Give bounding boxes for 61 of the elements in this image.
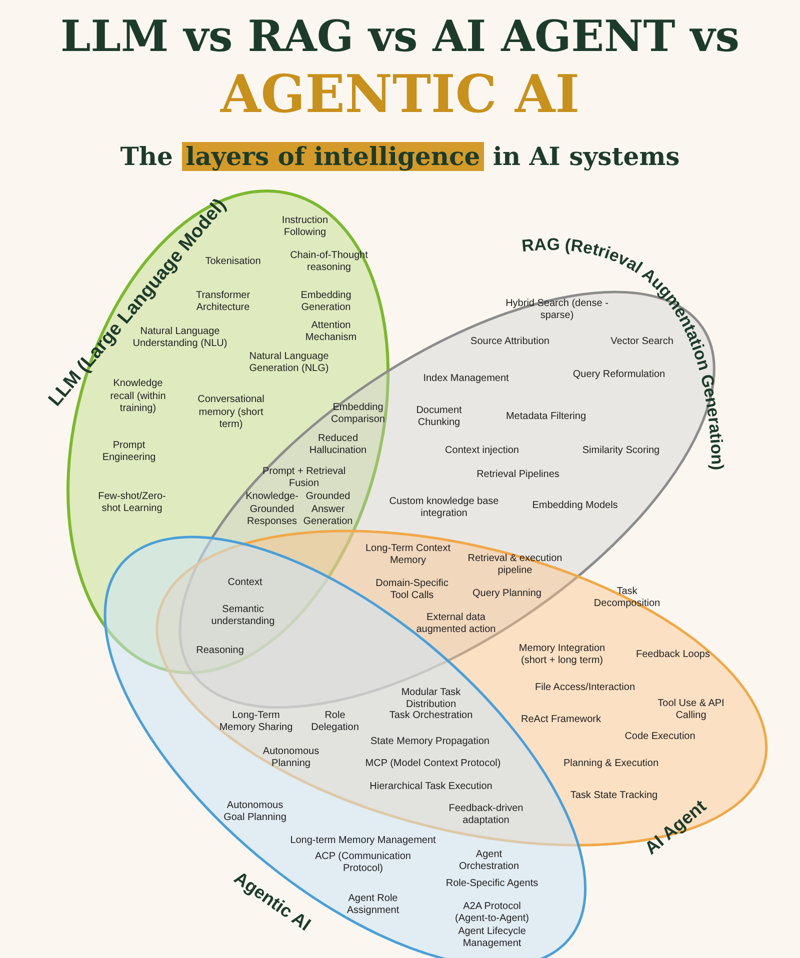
- concept-label: Role-Specific Agents: [444, 878, 540, 890]
- concept-label: Conversational memory (short term): [196, 394, 266, 432]
- concept-label: Index Management: [422, 372, 510, 385]
- concept-label: Natural Language Generation (NLG): [248, 350, 330, 376]
- concept-label: File Access/Interaction: [534, 682, 636, 694]
- concept-label: Long-Term Context Memory: [364, 542, 452, 568]
- concept-label: Few-shot/Zero-shot Learning: [97, 490, 167, 516]
- concept-label: Document Chunking: [415, 404, 463, 430]
- concept-label: Long-Term Memory Sharing: [218, 710, 294, 734]
- concept-label: MCP (Model Context Protocol): [364, 758, 502, 770]
- concept-label: Modular Task Distribution: [400, 686, 462, 710]
- concept-label: Planning & Execution: [562, 758, 660, 770]
- concept-label: Hierarchical Task Execution: [368, 780, 494, 793]
- concept-label: Role Delegation: [310, 710, 360, 734]
- concept-label: Query Reformulation: [572, 368, 666, 381]
- concept-label: Instruction Following: [280, 214, 330, 240]
- concept-label: A2A Protocol (Agent-to-Agent): [454, 900, 530, 926]
- concept-label: Knowledge-Grounded Responses: [244, 491, 300, 528]
- concept-label: State Memory Propagation: [370, 736, 490, 748]
- concept-label: Code Execution: [624, 730, 696, 743]
- concept-label: Grounded Answer Generation: [302, 491, 354, 528]
- concept-label: Task Orchestration: [388, 710, 474, 722]
- concept-label: Embedding Models: [531, 500, 619, 512]
- concept-label: Embedding Generation: [300, 290, 352, 314]
- concept-label: External data augmented action: [415, 612, 497, 636]
- concept-label: Reduced Hallucination: [308, 432, 368, 458]
- concept-label: Natural Language Understanding (NLU): [132, 326, 228, 350]
- concept-label: Agent Lifecycle Management: [457, 926, 527, 950]
- concept-label: Transformer Architecture: [194, 290, 252, 314]
- concept-label: Autonomous Goal Planning: [222, 800, 288, 824]
- concept-label: Tokenisation: [204, 256, 262, 268]
- concept-label: Prompt + Retrieval Fusion: [262, 466, 346, 490]
- concept-label: Prompt Engineering: [101, 440, 157, 464]
- concept-label: Agent Orchestration: [458, 848, 520, 874]
- concept-label: Knowledge recall (within training): [109, 378, 167, 416]
- concept-label: Feedback Loops: [635, 648, 711, 661]
- concept-label: Reasoning: [195, 644, 245, 657]
- subtitle: The layers of intelligence in AI systems: [119, 142, 681, 171]
- concept-label: Attention Mechanism: [304, 320, 358, 344]
- concept-label: Query Planning: [472, 588, 542, 600]
- concept-label: Semantic understanding: [210, 604, 276, 628]
- title: LLM vs RAG vs AI AGENT vs AGENTIC AI: [60, 11, 740, 124]
- concept-label: Long-term Memory Management: [289, 834, 437, 847]
- concept-label: Hybrid Search (dense - sparse): [504, 298, 610, 322]
- concept-label: Memory Integration (short + long term): [518, 642, 606, 668]
- concept-label: Source Attribution: [470, 336, 550, 348]
- concept-label: ReAct Framework: [520, 714, 602, 726]
- concept-label: Custom knowledge base integration: [388, 496, 500, 520]
- concept-label: Feedback-driven adaptation: [448, 802, 524, 828]
- concept-label: Retrieval Pipelines: [476, 468, 560, 481]
- concept-label: Embedding Comparison: [330, 402, 386, 426]
- concept-label: Autonomous Planning: [262, 746, 320, 770]
- concept-label: Domain-Specific Tool Calls: [374, 578, 450, 602]
- concept-label: Context injection: [444, 444, 520, 457]
- concept-label: Context: [226, 576, 264, 589]
- concept-label: Task State Tracking: [569, 790, 659, 802]
- concept-label: ACP (Communication Protocol): [314, 850, 412, 876]
- concept-label: Agent Role Assignment: [346, 892, 400, 918]
- concept-label: Tool Use & API Calling: [656, 698, 726, 722]
- concept-label: Metadata Filtering: [504, 410, 588, 423]
- concept-label: Similarity Scoring: [581, 444, 661, 457]
